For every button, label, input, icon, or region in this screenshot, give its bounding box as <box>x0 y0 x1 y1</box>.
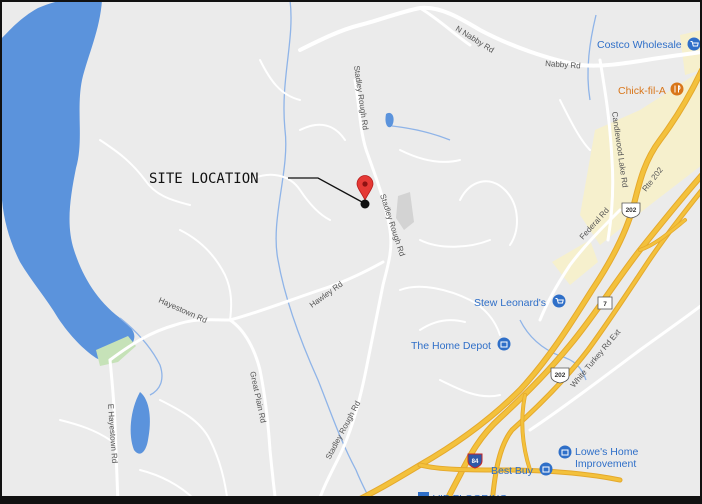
local-roads <box>59 5 702 504</box>
poi-best-buy-label: Best Buy <box>491 465 534 477</box>
shopping-cart-icon <box>687 37 701 51</box>
svg-text:84: 84 <box>472 459 479 465</box>
small-lake-inlet <box>130 392 150 454</box>
svg-text:202: 202 <box>626 207 637 214</box>
restaurant-icon <box>670 82 684 96</box>
shopping-cart-icon <box>552 294 566 308</box>
shopping-bag-icon <box>539 462 553 476</box>
pond-north <box>385 112 394 128</box>
site-annotation: SITE LOCATION <box>149 171 363 203</box>
site-location-label: SITE LOCATION <box>149 171 259 187</box>
road-label-e-hayestown: E Hayestown Rd <box>106 404 119 464</box>
streams <box>119 0 597 504</box>
svg-text:202: 202 <box>555 372 566 379</box>
highways <box>347 67 702 504</box>
lake <box>0 0 135 361</box>
us-202-shield-top: 202 <box>621 202 641 219</box>
poi-lowes-label-line1: Lowe's Home <box>575 446 638 458</box>
poi-chickfila[interactable]: Chick-fil-A <box>618 82 684 98</box>
poi-stew-leonards[interactable]: Stew Leonard's <box>474 294 566 310</box>
poi-best-buy[interactable]: Best Buy <box>491 462 553 478</box>
svg-text:7: 7 <box>603 301 607 308</box>
poi-lowes[interactable]: Lowe's Home Improvement <box>558 445 639 471</box>
map-pin-icon <box>356 175 374 201</box>
poi-costco-label: Costco Wholesale <box>597 39 682 51</box>
annotation-leader-line <box>288 177 363 203</box>
road-label-nabby: Nabby Rd <box>545 59 581 70</box>
us-202-shield-bottom: 202 <box>550 367 570 384</box>
park <box>96 336 136 366</box>
i-84-shield: 84 <box>467 453 483 469</box>
poi-lowes-label-line2: Improvement <box>575 458 636 470</box>
poi-costco[interactable]: Costco Wholesale <box>597 37 701 52</box>
bottom-border-bar <box>0 496 702 504</box>
pin-center-dot <box>362 181 368 187</box>
shopping-bag-icon <box>497 337 511 351</box>
site-location-pin[interactable] <box>356 175 374 209</box>
route-7-shield: 7 <box>597 296 613 310</box>
poi-chickfila-label: Chick-fil-A <box>618 85 666 97</box>
route-shields: 202 202 7 84 <box>467 202 641 469</box>
site-marker-dot <box>360 199 370 209</box>
poi-stew-leonards-label: Stew Leonard's <box>474 297 546 309</box>
shopping-bag-icon <box>558 445 572 459</box>
site-pad <box>396 192 414 230</box>
poi-home-depot[interactable]: The Home Depot <box>411 337 511 353</box>
poi-home-depot-label: The Home Depot <box>411 340 491 352</box>
